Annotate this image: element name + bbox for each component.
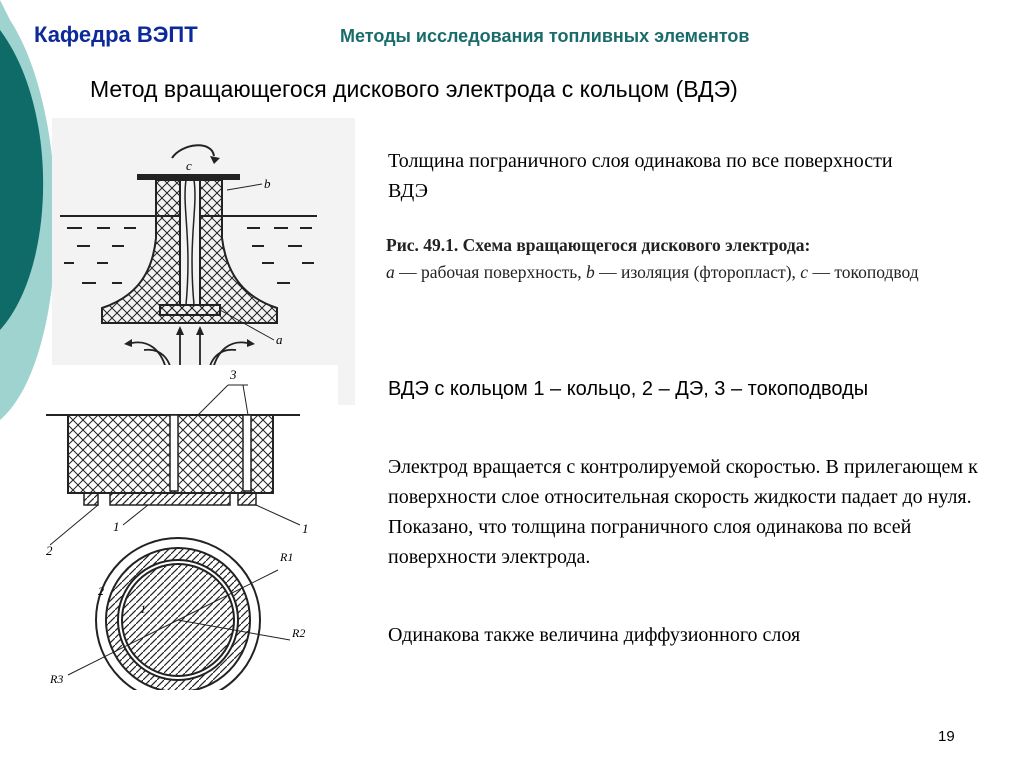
label-1-right: 1: [302, 521, 309, 536]
label-c: c: [186, 158, 192, 173]
label-a: a: [276, 332, 283, 347]
slide-heading: Метод вращающегося дискового электрода с…: [90, 76, 738, 102]
caption-c: с: [800, 262, 809, 282]
caption-title: Схема вращающегося дискового электрода:: [462, 235, 811, 255]
label-1-center: 1: [140, 602, 146, 616]
rde-schematic-figure: c b a: [52, 118, 355, 405]
label-2-ring: 2: [98, 584, 104, 598]
caption-a-text: — рабочая поверхность,: [399, 262, 582, 282]
decorative-teal-shape: [0, 0, 56, 420]
ring-electrode-text: ВДЭ с кольцом 1 – кольцо, 2 – ДЭ, 3 – то…: [388, 378, 869, 400]
caption-c-text: — токоподвод: [812, 262, 919, 282]
label-2-left: 2: [46, 543, 53, 558]
label-r2: R2: [291, 626, 305, 640]
department-title: Кафедра ВЭПТ: [34, 22, 198, 47]
caption-b: b: [585, 262, 595, 282]
label-1-left: 1: [113, 519, 120, 534]
figure-caption: Рис. 49.1. Схема вращающегося дискового …: [386, 232, 986, 286]
label-b: b: [264, 176, 271, 191]
caption-number: Рис. 49.1.: [386, 235, 459, 255]
boundary-layer-text: Толщина пограничного слоя одинакова по в…: [388, 150, 893, 202]
rotation-description-text: Электрод вращается с контролируемой скор…: [388, 456, 978, 568]
diffusion-layer-text: Одинакова также величина диффузионного с…: [388, 624, 801, 646]
caption-a: а: [386, 262, 395, 282]
label-r1: R1: [279, 550, 293, 564]
ring-disk-electrode-figure: 3 2 1 1 R1 R2 R3 2 1: [38, 365, 338, 703]
course-title: Методы исследования топливных элементов: [340, 26, 750, 46]
page-number: 19: [938, 728, 955, 745]
caption-b-text: — изоляция (фторопласт),: [599, 262, 796, 282]
label-r3: R3: [49, 672, 63, 686]
label-3: 3: [229, 367, 237, 382]
